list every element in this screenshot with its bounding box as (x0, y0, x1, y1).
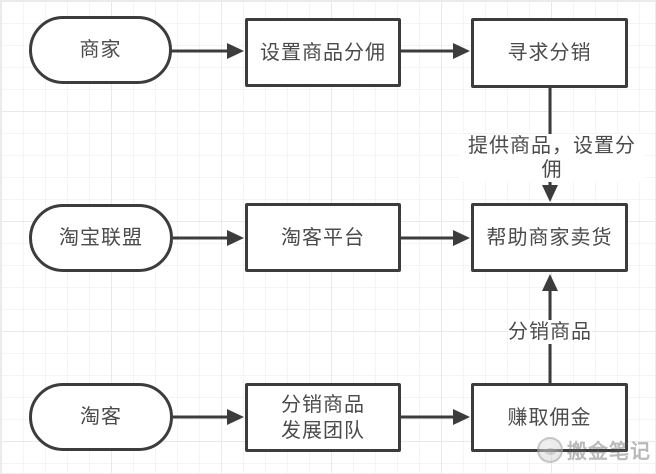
node-taoke-platform-label: 淘客平台 (281, 226, 365, 249)
arrow-taobao-alliance-to-taoke-platform (173, 230, 244, 246)
node-help-merchant-sell: 帮助商家卖货 (471, 203, 628, 272)
node-help-merchant-sell-label: 帮助商家卖货 (486, 226, 613, 249)
node-merchant-label: 商家 (79, 39, 122, 61)
node-seek-distribution: 寻求分销 (471, 18, 628, 88)
arrow-distribute-grow-to-earn-commission (401, 409, 470, 425)
arrow-merchant-to-set-commission (171, 43, 244, 59)
arrow-set-commission-to-seek-distribution (401, 43, 470, 59)
node-distribute-grow: 分销商品 发展团队 (245, 383, 401, 452)
node-earn-commission: 赚取佣金 (471, 383, 628, 452)
edge-label-distribute-goods: 分销商品 (508, 320, 592, 344)
node-distribute-grow-label: 分销商品 发展团队 (281, 393, 365, 442)
arrow-taoke-to-distribute-grow (173, 409, 244, 425)
arrow-taoke-platform-to-help-merchant-sell (401, 230, 470, 246)
node-seek-distribution-label: 寻求分销 (507, 42, 592, 64)
node-taoke: 淘客 (29, 383, 173, 451)
node-set-commission: 设置商品分佣 (245, 18, 401, 87)
node-set-commission-label: 设置商品分佣 (260, 41, 386, 64)
node-taoke-label: 淘客 (80, 406, 122, 428)
node-taobao-alliance: 淘宝联盟 (29, 204, 173, 272)
node-merchant: 商家 (29, 16, 172, 84)
edge-label-provide-goods-set-commission: 提供商品，设置分佣 (459, 134, 645, 182)
node-taobao-alliance-label: 淘宝联盟 (59, 227, 143, 249)
node-taoke-platform: 淘客平台 (245, 203, 401, 272)
node-earn-commission-label: 赚取佣金 (507, 406, 592, 429)
